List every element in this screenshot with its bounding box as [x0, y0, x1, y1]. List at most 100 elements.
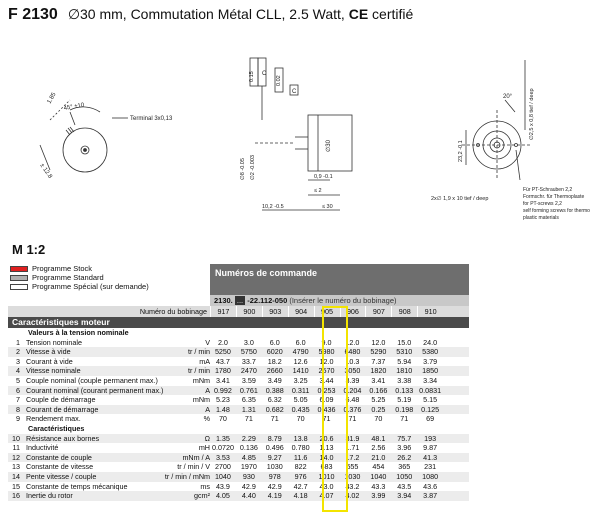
legend-swatch-standard — [10, 274, 28, 281]
legend-item-standard: Programme Standard — [10, 273, 149, 282]
table-cell: 12.6 — [293, 356, 308, 366]
table-cell: 5.19 — [397, 395, 412, 405]
table-cell: 0.198 — [395, 404, 414, 414]
table-cell: 0.204 — [343, 385, 362, 395]
left-dim2: ± 12.8 — [38, 163, 53, 181]
characteristics-title: Caractéristiques moteur — [12, 317, 110, 327]
mid-tol3: 0.02 — [276, 75, 282, 86]
mid-d2: ∅2 -0.003 — [249, 155, 256, 180]
table-cell: 13.8 — [293, 433, 308, 443]
table-cell: 1410 — [292, 366, 309, 376]
table-cell: 9.27 — [267, 452, 282, 462]
drawing-right — [462, 60, 532, 181]
mid-d3: ∅30 — [325, 139, 332, 152]
winding-908: 908 — [391, 306, 417, 317]
table-cell: 11.6 — [293, 452, 308, 462]
winding-906: 906 — [339, 306, 366, 317]
row-unit: gcm² — [194, 491, 210, 501]
table-cell: 6.32 — [267, 395, 282, 405]
mid-d4: 0,9 -0.1 — [314, 174, 333, 180]
right-note2: Formschr. für Thermoplaste — [523, 194, 585, 200]
legend: Programme Stock Programme Standard Progr… — [10, 264, 149, 291]
table-cell: 42.9 — [241, 481, 256, 491]
table-cell: 1010 — [318, 471, 335, 481]
table-cell: 1080 — [422, 471, 439, 481]
right-note5: plastic materials — [523, 215, 559, 221]
table-cell: 0.761 — [239, 385, 258, 395]
table-cell: 31.9 — [345, 433, 360, 443]
row-label: Inertie du rotor — [26, 491, 73, 501]
order-placeholder-box: ... — [234, 296, 246, 305]
row-number: 2 — [16, 347, 20, 357]
table-cell: 17.2 — [345, 452, 360, 462]
table-cell: 1820 — [370, 366, 387, 376]
row-number: 5 — [16, 375, 20, 385]
table-cell: 1970 — [240, 462, 257, 472]
scale-label: M 1:2 — [12, 242, 46, 257]
row-number: 4 — [16, 366, 20, 376]
row-label: Résistance aux bornes — [26, 433, 100, 443]
row-unit: ms — [200, 481, 210, 491]
legend-item-stock: Programme Stock — [10, 264, 149, 273]
table-cell: 41.3 — [423, 452, 438, 462]
table-cell: 6.35 — [241, 395, 256, 405]
table-cell: 43.9 — [215, 481, 230, 491]
table-cell: 33.7 — [241, 356, 256, 366]
table-cell: 8.79 — [267, 433, 282, 443]
table-cell: 26.2 — [397, 452, 412, 462]
order-number-format: 2130. ... -22.112-050 (Insérer le numéro… — [210, 295, 469, 306]
table-cell: 3.94 — [397, 491, 412, 501]
table-cell: 0.992 — [213, 385, 232, 395]
table-cell: 14.0 — [319, 452, 334, 462]
winding-917: 917 — [210, 306, 236, 317]
page-header: F 2130∅30 mm, Commutation Métal CLL, 2.5… — [8, 6, 413, 24]
table-cell: 6.48 — [345, 395, 360, 405]
table-cell: 978 — [268, 471, 281, 481]
table-cell: 1030 — [344, 471, 361, 481]
table-cell: 5.25 — [371, 395, 386, 405]
row-label: Courant à vide — [26, 356, 73, 366]
row-label: Vitesse à vide — [26, 347, 71, 357]
table-cell: 6020 — [266, 347, 283, 357]
product-code: F 2130 — [8, 6, 58, 23]
row-unit: tr / min — [188, 366, 210, 376]
table-cell: 0.376 — [343, 404, 362, 414]
table-cell: 2660 — [266, 366, 283, 376]
table-cell: 2.56 — [371, 443, 386, 453]
section-heading: Valeurs à la tension nominale — [28, 328, 129, 337]
table-cell: 3.34 — [423, 375, 438, 385]
table-cell: 5380 — [422, 347, 439, 357]
table-cell: 75.7 — [397, 433, 412, 443]
legend-label-standard: Programme Standard — [32, 273, 104, 282]
table-cell: 9.87 — [423, 443, 438, 453]
row-unit: Ω — [204, 433, 210, 443]
row-label: Constante de vitesse — [26, 462, 94, 472]
drawing-middle — [249, 57, 353, 211]
table-cell: 71 — [400, 414, 409, 424]
table-cell: 2.29 — [241, 433, 256, 443]
row-label: Pente vitesse / couple — [26, 471, 97, 481]
table-cell: 0.25 — [371, 404, 386, 414]
mid-d7: ≤ 30 — [322, 204, 333, 210]
table-cell: 71 — [322, 414, 331, 424]
winding-903: 903 — [261, 306, 288, 317]
table-cell: 0.0720 — [211, 443, 234, 453]
table-cell: 231 — [424, 462, 437, 472]
table-cell: 6.0 — [295, 337, 306, 347]
table-cell: 976 — [294, 471, 307, 481]
order-suffix: -22.112-050 — [245, 296, 288, 305]
right-note3: for PT-screws 2,2 — [523, 201, 562, 207]
winding-label: Numéro du bobinage — [139, 307, 207, 316]
table-cell: 6.09 — [319, 395, 334, 405]
table-cell: 4.02 — [345, 491, 360, 501]
table-cell: 3.59 — [241, 375, 256, 385]
table-cell: 0.388 — [265, 385, 284, 395]
table-cell: 555 — [346, 462, 359, 472]
row-label: Constante de temps mécanique — [26, 481, 128, 491]
